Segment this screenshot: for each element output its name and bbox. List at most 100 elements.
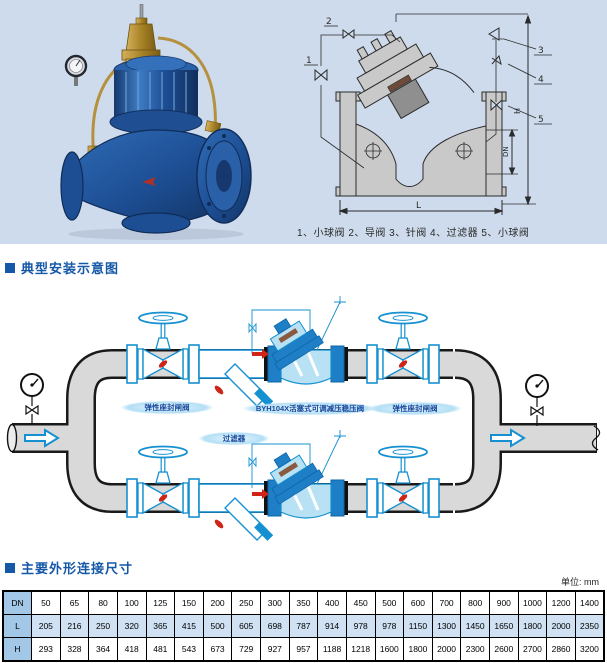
dim-value-cell: 543: [174, 637, 204, 662]
dim-value-cell: 1000: [517, 590, 548, 615]
valve-bonnet-tilted: [356, 30, 475, 120]
callout-3: 3: [538, 46, 544, 56]
callout-1: 1: [306, 56, 312, 66]
piping-diagram-svg: [6, 294, 601, 541]
dim-value-cell: 700: [431, 590, 462, 615]
valve-product-photo: [60, 4, 252, 240]
dim-value-cell: 418: [116, 637, 147, 662]
dim-value-cell: 914: [317, 614, 347, 638]
pressure-gauge-right: [525, 374, 549, 427]
label-gate-valve-right: 弹性座封闸阀: [352, 401, 478, 416]
bolt-centers: [364, 142, 473, 160]
install-title-text: 典型安装示意图: [21, 261, 120, 276]
product-panel: 1 2 3 4 5 L H DN 1、小球阀 2、导阀 3、针阀 4、过滤器 5…: [0, 0, 607, 244]
dim-value-cell: 900: [489, 590, 519, 615]
dim-value-cell: 698: [260, 614, 290, 638]
dim-value-cell: 150: [174, 590, 204, 615]
pilot-symbol-2: [342, 29, 355, 39]
dim-value-cell: 1200: [546, 590, 576, 615]
valve-body-photo: [60, 128, 252, 234]
label-strainer: 过滤器: [186, 431, 282, 446]
dim-value-cell: 300: [260, 590, 290, 615]
dim-value-cell: 50: [31, 590, 61, 615]
drawing-labels: 1 2 3 4 5 L H DN: [304, 17, 552, 211]
dim-value-cell: 1800: [403, 637, 433, 662]
needle-symbol-4: [491, 54, 502, 66]
dim-value-cell: 205: [31, 614, 61, 638]
callout-2: 2: [326, 17, 332, 27]
callout-4: 4: [538, 75, 544, 85]
dim-value-cell: 100: [116, 590, 147, 615]
title-square-bullet: [5, 262, 15, 273]
dim-value-cell: 2000: [431, 637, 462, 662]
dim-value-cell: 2000: [546, 614, 576, 638]
dim-value-cell: 2300: [460, 637, 490, 662]
dim-value-cell: 250: [88, 614, 118, 638]
dim-value-cell: 293: [31, 637, 61, 662]
dim-value-cell: 500: [374, 590, 405, 615]
dim-value-cell: 250: [231, 590, 261, 615]
pilot-circuit-lines: [320, 13, 537, 205]
title-square-bullet: [5, 562, 15, 573]
dim-value-cell: 2350: [574, 614, 605, 638]
installation-diagram: 弹性座封闸阀 BYH104X活塞式可调减压稳压阀 弹性座封闸阀 过滤器: [0, 280, 607, 556]
dim-value-cell: 364: [88, 637, 118, 662]
dim-value-cell: 200: [202, 590, 233, 615]
dimension-lines: [338, 14, 532, 215]
dim-value-cell: 800: [460, 590, 490, 615]
dim-value-cell: 400: [317, 590, 347, 615]
valve-photo-shadow: [68, 228, 244, 240]
dim-row-label: DN: [2, 590, 32, 615]
dim-value-cell: 605: [231, 614, 261, 638]
dim-label-l: L: [416, 201, 421, 211]
dim-value-cell: 1300: [431, 614, 462, 638]
dim-value-cell: 415: [174, 614, 204, 638]
dims-section-title: 主要外形连接尺寸: [5, 558, 133, 577]
dim-label-dn: DN: [502, 146, 510, 157]
dim-value-cell: 1218: [345, 637, 376, 662]
dim-value-cell: 1150: [403, 614, 433, 638]
circuit-valve-symbols: [314, 27, 503, 112]
unit-label: 单位: mm: [561, 577, 599, 587]
strainer-upper: [198, 349, 274, 407]
pressure-gauge-photo: [64, 54, 88, 86]
dim-value-cell: 320: [116, 614, 147, 638]
ball-valve-symbol-1: [314, 68, 328, 82]
dim-value-cell: 481: [145, 637, 176, 662]
dim-value-cell: 500: [202, 614, 233, 638]
dim-value-cell: 1800: [517, 614, 548, 638]
dim-value-cell: 2600: [489, 637, 519, 662]
dim-value-cell: 978: [374, 614, 405, 638]
dim-row-label: H: [2, 637, 32, 662]
dim-value-cell: 2860: [546, 637, 576, 662]
dim-value-cell: 957: [288, 637, 319, 662]
outlet-pipe-break: [591, 425, 601, 451]
dim-value-cell: 787: [288, 614, 319, 638]
dim-label-h: H: [513, 108, 522, 114]
dim-value-cell: 328: [59, 637, 90, 662]
label-gate-valve-left: 弹性座封闸阀: [104, 400, 230, 415]
valve-symbol-3: [488, 27, 500, 41]
dim-value-cell: 365: [145, 614, 176, 638]
dim-value-cell: 125: [145, 590, 176, 615]
dim-value-cell: 2700: [517, 637, 548, 662]
dim-value-cell: 3200: [574, 637, 605, 662]
dim-value-cell: 80: [88, 590, 118, 615]
ball-valve-symbol-5: [490, 98, 503, 112]
dim-value-cell: 600: [403, 590, 433, 615]
drawing-parts-caption: 1、小球阀 2、导阀 3、针阀 4、过滤器 5、小球阀: [297, 228, 530, 239]
dim-value-cell: 1450: [460, 614, 490, 638]
valve-section-drawing: 1 2 3 4 5 L H DN: [304, 13, 552, 215]
dim-value-cell: 1650: [489, 614, 519, 638]
pressure-gauge-left: [20, 373, 44, 426]
dim-value-cell: 1188: [317, 637, 347, 662]
dim-value-cell: 65: [59, 590, 90, 615]
callout-5: 5: [538, 115, 544, 125]
dim-value-cell: 978: [345, 614, 376, 638]
dim-value-cell: 216: [59, 614, 90, 638]
